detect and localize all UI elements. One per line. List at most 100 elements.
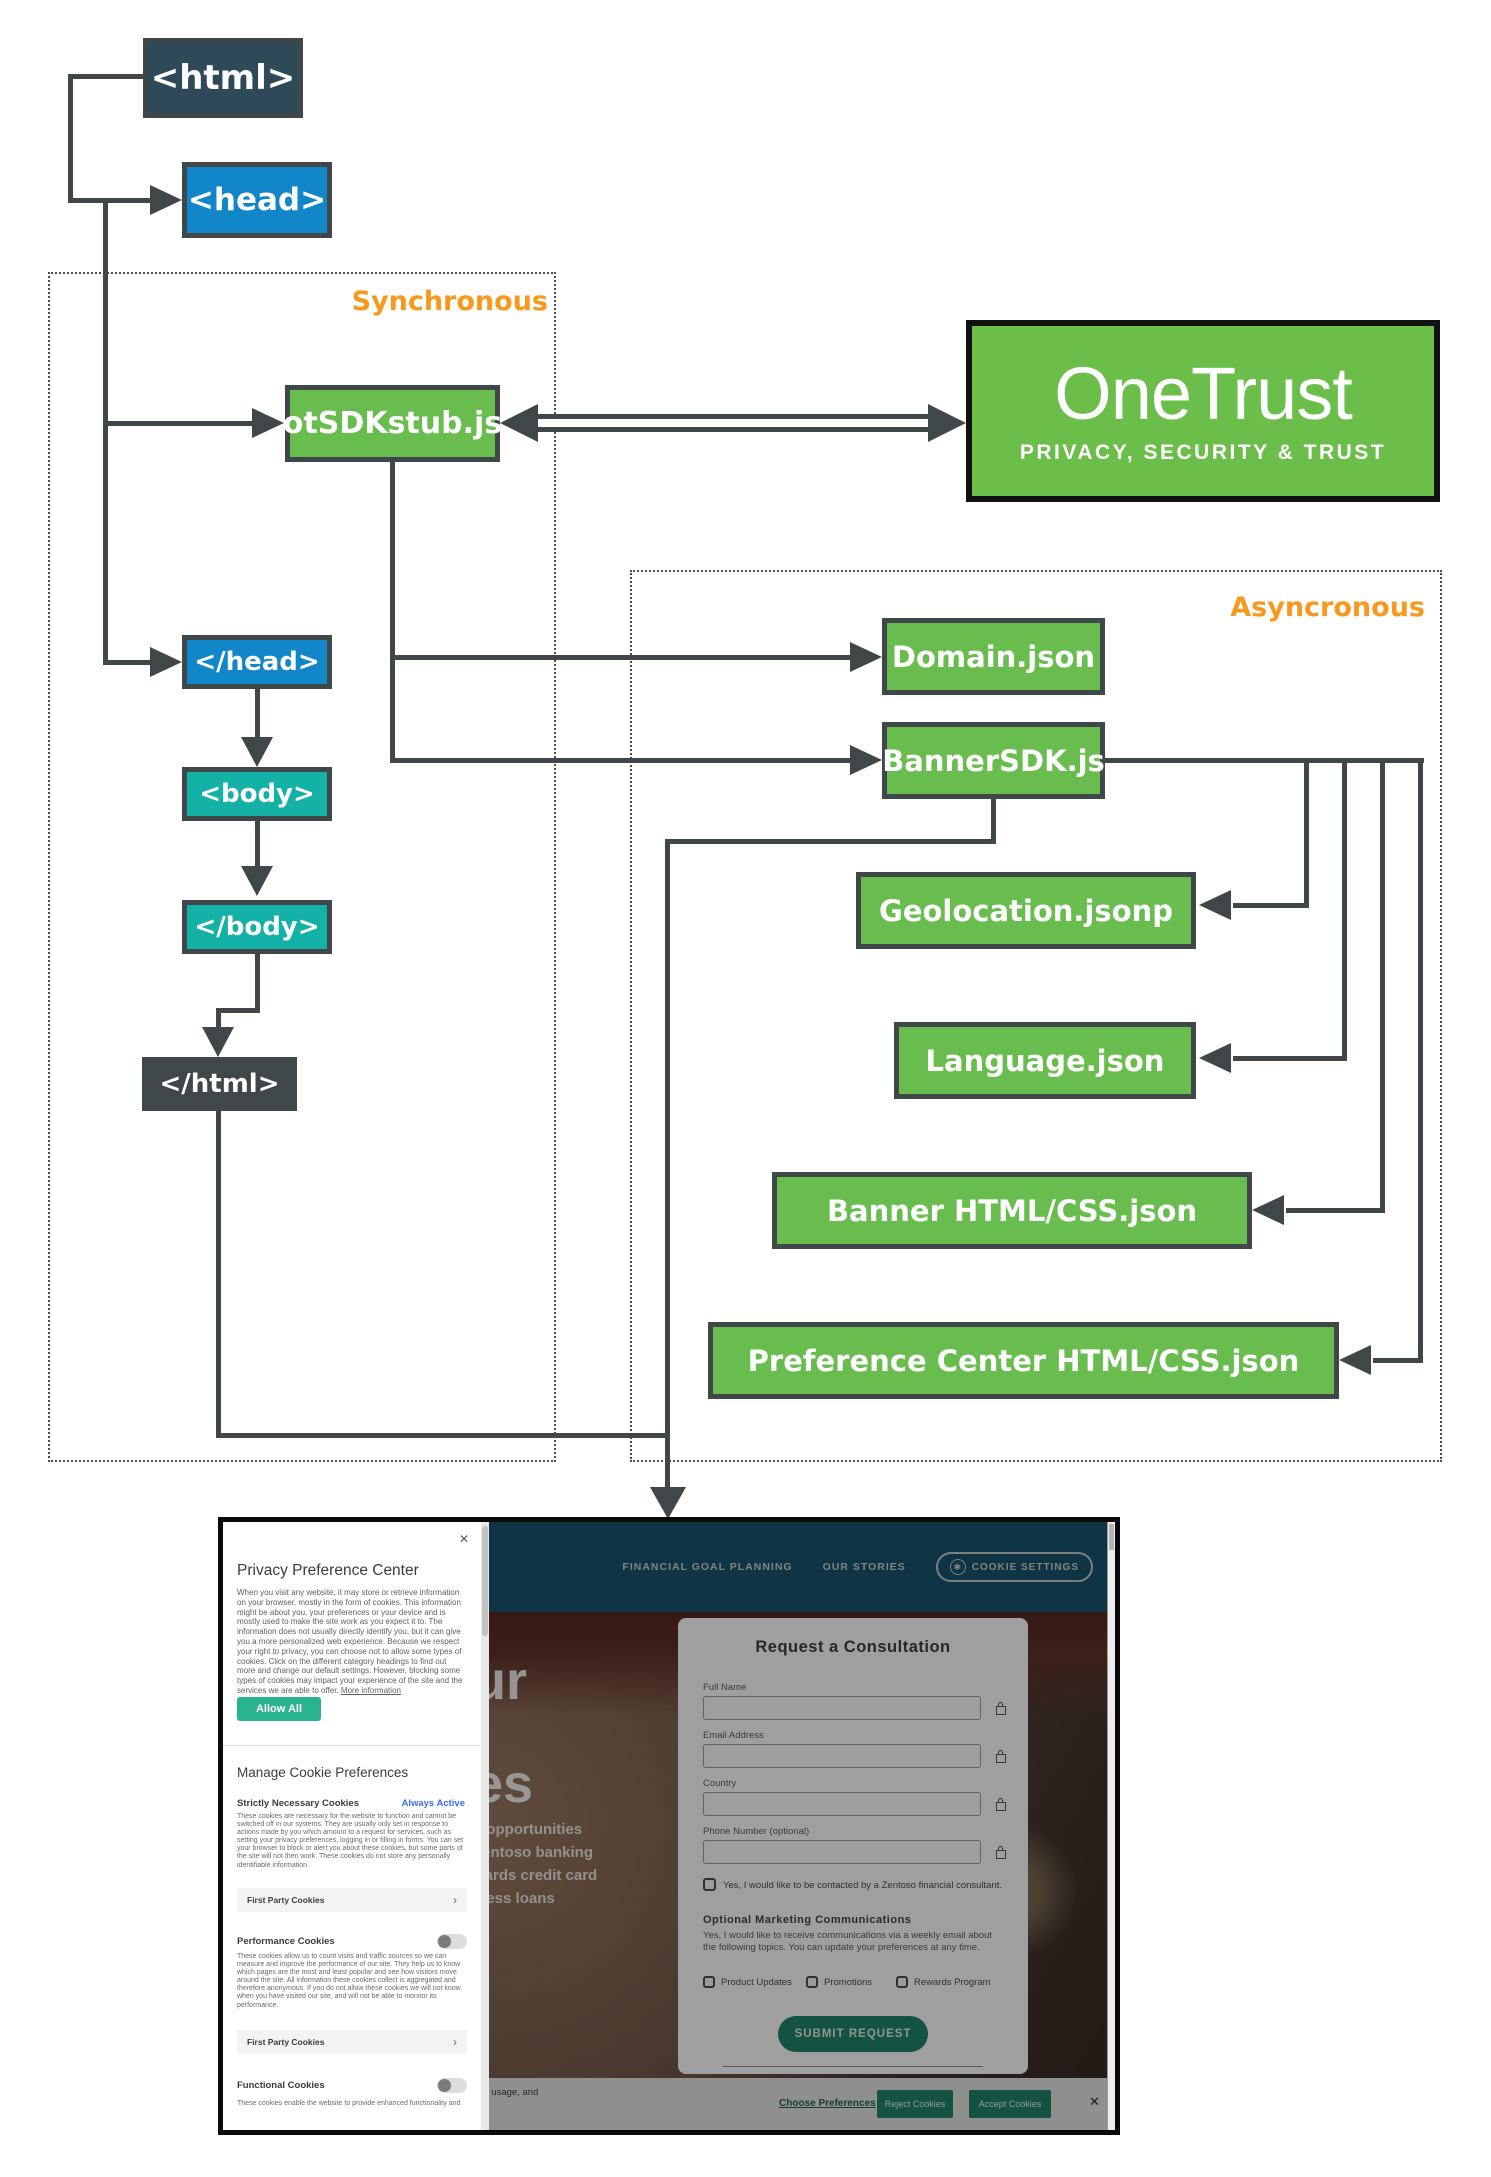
divider <box>723 2066 983 2067</box>
privacy-preference-center: ✕ Privacy Preference Center When you vis… <box>223 1522 481 2130</box>
group-description: These cookies are necessary for the webs… <box>237 1813 464 1869</box>
consent-label: Yes, I would like to be contacted by a Z… <box>723 1880 1003 1891</box>
node-bannersdk-js: BannerSDK.js <box>882 722 1105 799</box>
hero-bullet: d opportunities <box>473 1821 583 1838</box>
edge <box>390 758 852 763</box>
first-party-cookies-row[interactable]: First Party Cookies › <box>237 1888 467 1912</box>
node-banner-htmlcss-json: Banner HTML/CSS.json <box>772 1172 1252 1249</box>
edge <box>103 421 254 426</box>
node-label: <body> <box>199 779 315 809</box>
website-screenshot: FINANCIAL GOAL PLANNING OUR STORIES ✱ CO… <box>218 1517 1120 2135</box>
node-language-json: Language.json <box>894 1022 1196 1099</box>
node-domain-json: Domain.json <box>882 618 1105 695</box>
edge <box>390 462 395 763</box>
first-party-label: First Party Cookies <box>247 1895 325 1905</box>
scrollbar-thumb[interactable] <box>1109 1524 1114 1550</box>
hero-bullet: Zentoso banking <box>473 1844 593 1861</box>
node-label: Language.json <box>925 1043 1165 1078</box>
node-head-open: <head> <box>182 162 332 238</box>
panel-scrollbar[interactable] <box>481 1522 489 2130</box>
cookie-settings-button[interactable]: ✱ COOKIE SETTINGS <box>935 1552 1093 1582</box>
edge <box>1233 903 1309 908</box>
marketing-description: Yes, I would like to receive communicati… <box>703 1930 993 1953</box>
country-input[interactable] <box>703 1792 981 1816</box>
cookie-icon: ✱ <box>949 1559 966 1575</box>
accept-cookies-button[interactable]: Accept Cookies <box>969 2090 1051 2118</box>
arrowhead-icon <box>1199 890 1231 920</box>
full-name-input[interactable] <box>703 1696 981 1720</box>
panel-intro: When you visit any website, it may store… <box>237 1588 465 1696</box>
consultation-form: Request a Consultation Full Name Email A… <box>678 1618 1028 2074</box>
arrowhead-icon <box>500 404 538 442</box>
topic-checkbox-product-updates[interactable] <box>703 1976 715 1988</box>
edge <box>1380 758 1385 1213</box>
edge <box>665 839 670 1490</box>
toggle-knob <box>438 1935 451 1948</box>
node-label: Preference Center HTML/CSS.json <box>747 1343 1300 1378</box>
arrowhead-icon <box>252 408 284 438</box>
onetrust-tagline: PRIVACY, SECURITY & TRUST <box>1019 441 1387 464</box>
chevron-right-icon: › <box>453 2035 457 2049</box>
field-label: Full Name <box>703 1682 747 1693</box>
panel-close-icon[interactable]: ✕ <box>458 1532 469 1546</box>
banner-close-icon[interactable]: ✕ <box>1089 2094 1100 2109</box>
group-performance[interactable]: Performance Cookies <box>237 1936 335 1947</box>
topic-checkbox-promotions[interactable] <box>806 1976 818 1988</box>
performance-toggle[interactable] <box>437 1934 467 1949</box>
arrowhead-icon <box>850 642 882 672</box>
edge <box>1105 758 1424 763</box>
first-party-cookies-row[interactable]: First Party Cookies › <box>237 2030 467 2054</box>
allow-all-button[interactable]: Allow All <box>237 1697 321 1721</box>
submit-request-button[interactable]: SUBMIT REQUEST <box>778 2016 928 2052</box>
arrowhead-icon <box>850 745 882 775</box>
toggle-knob <box>438 2079 451 2092</box>
manage-preferences-heading: Manage Cookie Preferences <box>237 1765 409 1780</box>
node-label: </html> <box>159 1069 280 1099</box>
topic-label: Product Updates <box>721 1977 792 1988</box>
functional-toggle[interactable] <box>437 2078 467 2093</box>
node-body-open: <body> <box>182 767 332 821</box>
topic-checkbox-rewards-program[interactable] <box>896 1976 908 1988</box>
nav-item-financial-goal-planning[interactable]: FINANCIAL GOAL PLANNING <box>622 1561 793 1573</box>
arrowhead-icon <box>1199 1043 1231 1073</box>
field-label: Country <box>703 1778 737 1789</box>
chevron-right-icon: › <box>453 1893 457 1907</box>
arrowhead-icon <box>241 866 273 896</box>
edge <box>68 74 73 203</box>
email-address-input[interactable] <box>703 1744 981 1768</box>
edge <box>70 74 145 79</box>
consent-checkbox[interactable] <box>703 1878 716 1891</box>
node-html-close: </html> <box>142 1057 297 1111</box>
asynchronous-label: Asyncronous <box>1230 592 1425 623</box>
choose-preferences-link[interactable]: Choose Preferences <box>779 2098 876 2109</box>
more-information-link[interactable]: More information <box>340 1685 401 1695</box>
arrowhead-icon <box>1252 1195 1284 1225</box>
edge <box>1304 758 1309 908</box>
arrowhead-icon <box>650 1487 686 1519</box>
group-functional[interactable]: Functional Cookies <box>237 2080 325 2091</box>
nav-item-our-stories[interactable]: OUR STORIES <box>822 1561 906 1573</box>
hero-bullet: wards credit card <box>473 1867 598 1884</box>
edge <box>665 839 996 844</box>
synchronous-label: Synchronous <box>351 286 548 317</box>
arrowhead-icon <box>150 185 182 215</box>
phone-number-input[interactable] <box>703 1840 981 1864</box>
arrowhead-icon <box>241 737 273 767</box>
field-label: Email Address <box>703 1730 764 1741</box>
arrowhead-icon <box>928 404 966 442</box>
onetrust-logo: OneTrust PRIVACY, SECURITY & TRUST <box>966 320 1440 502</box>
edge <box>255 954 260 1013</box>
scrollbar-thumb[interactable] <box>482 1526 488 1636</box>
node-pref-center-htmlcss-json: Preference Center HTML/CSS.json <box>708 1322 1339 1399</box>
edge <box>1233 1056 1347 1061</box>
group-strictly-necessary[interactable]: Strictly Necessary Cookies <box>237 1798 359 1809</box>
hero-bullet: iness loans <box>473 1890 555 1907</box>
reject-cookies-button[interactable]: Reject Cookies <box>877 2090 953 2118</box>
group-description: These cookies enable the website to prov… <box>237 2100 461 2107</box>
browser-scrollbar[interactable] <box>1107 1522 1115 2130</box>
edge <box>68 198 152 203</box>
cookie-settings-label: COOKIE SETTINGS <box>971 1561 1079 1573</box>
topic-label: Promotions <box>824 1977 873 1988</box>
marketing-heading: Optional Marketing Communications <box>703 1914 912 1926</box>
